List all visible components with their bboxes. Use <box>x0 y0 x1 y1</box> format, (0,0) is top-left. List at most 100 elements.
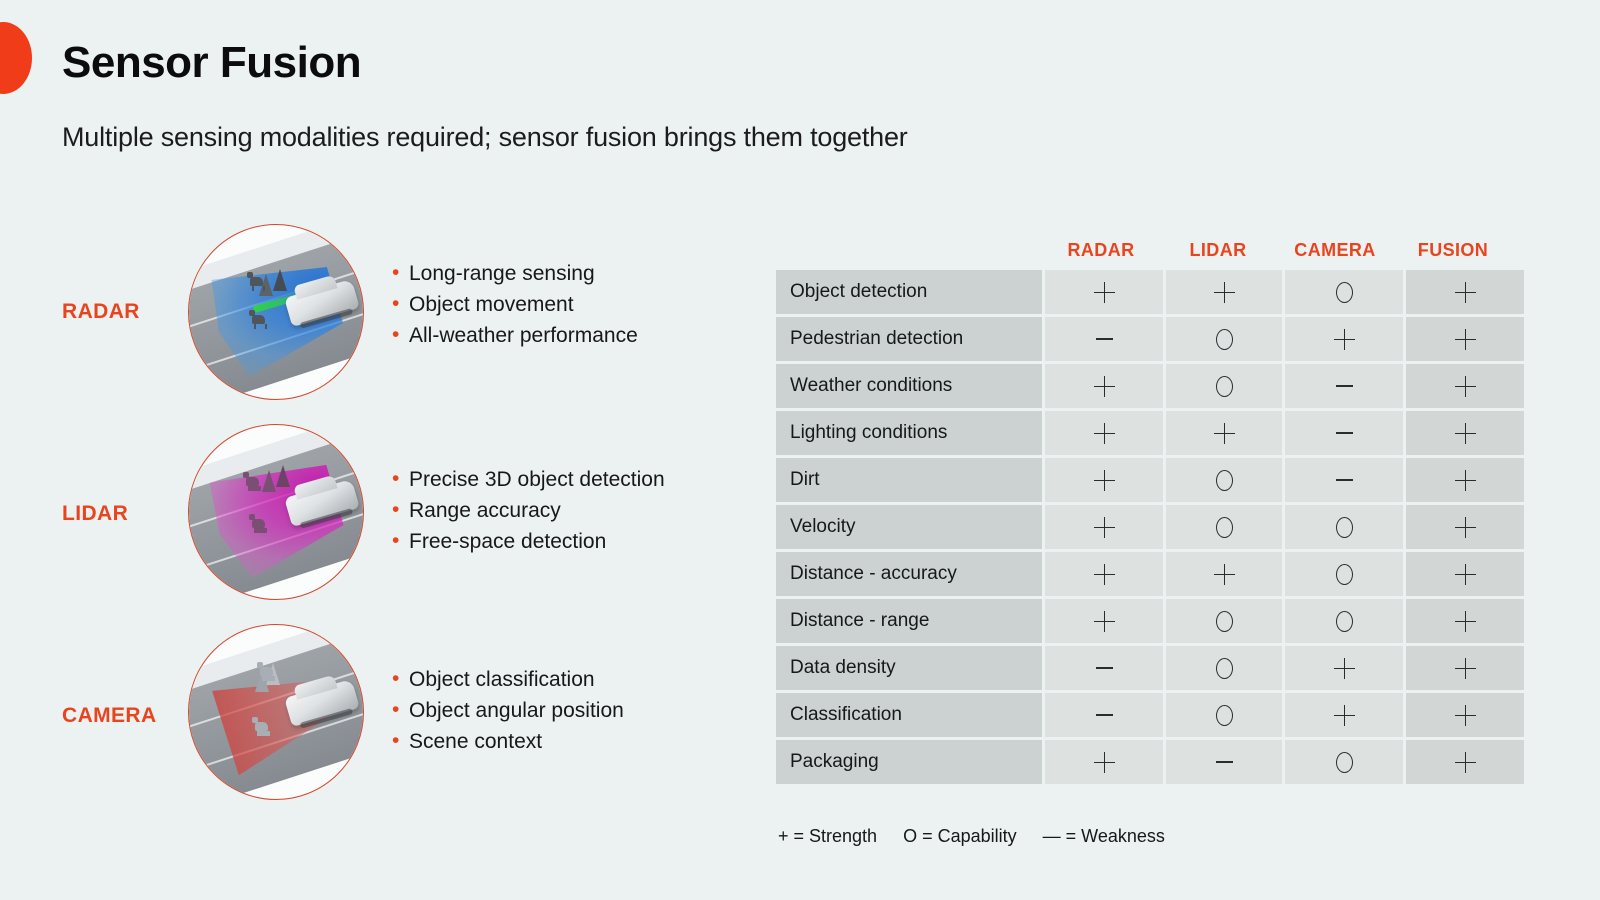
cell-camera <box>1285 740 1403 784</box>
cell-lidar <box>1166 693 1282 737</box>
circle-icon <box>1215 516 1233 538</box>
circle-icon <box>1215 469 1233 491</box>
cell-radar <box>1045 552 1163 596</box>
circle-icon <box>1335 751 1353 773</box>
row-label: Velocity <box>776 505 1042 549</box>
cell-fusion <box>1406 740 1524 784</box>
cell-lidar <box>1166 270 1282 314</box>
matrix-header-row: RADAR LIDAR CAMERA FUSION <box>776 240 1516 261</box>
minus-icon <box>1095 338 1113 340</box>
sensor-label-radar: RADAR <box>62 300 140 323</box>
row-label: Weather conditions <box>776 364 1042 408</box>
circle-icon <box>1215 610 1233 632</box>
cell-lidar <box>1166 364 1282 408</box>
cell-lidar <box>1166 646 1282 690</box>
sensor-list: RADAR Long-range sensing Object movement… <box>0 212 760 812</box>
row-label: Packaging <box>776 740 1042 784</box>
legend-strength: + = Strength <box>778 826 878 846</box>
camera-sensing-illustration <box>188 624 364 800</box>
cell-lidar <box>1166 599 1282 643</box>
table-row: Distance - range <box>776 599 1524 643</box>
list-item: Object angular position <box>392 694 624 726</box>
plus-icon <box>1093 375 1115 397</box>
cell-radar <box>1045 458 1163 502</box>
cell-camera <box>1285 270 1403 314</box>
list-item: Scene context <box>392 725 624 757</box>
radar-sensing-illustration <box>188 224 364 400</box>
plus-icon <box>1454 563 1476 585</box>
minus-icon <box>1095 714 1113 716</box>
cell-camera <box>1285 693 1403 737</box>
table-row: Classification <box>776 693 1524 737</box>
table-row: Object detection <box>776 270 1524 314</box>
page-title: Sensor Fusion <box>62 38 362 87</box>
plus-icon <box>1093 422 1115 444</box>
column-header-lidar: LIDAR <box>1189 240 1247 260</box>
cell-radar <box>1045 364 1163 408</box>
table-row: Packaging <box>776 740 1524 784</box>
sensor-label-lidar: LIDAR <box>62 502 129 525</box>
cell-camera <box>1285 505 1403 549</box>
cell-camera <box>1285 364 1403 408</box>
cell-lidar <box>1166 740 1282 784</box>
cell-camera <box>1285 411 1403 455</box>
cell-fusion <box>1406 693 1524 737</box>
sensor-bullets-camera: Object classification Object angular pos… <box>392 663 624 757</box>
row-label: Distance - range <box>776 599 1042 643</box>
plus-icon <box>1093 281 1115 303</box>
matrix-legend: + = Strength O = Capability — = Weakness <box>778 826 1165 847</box>
plus-icon <box>1333 704 1355 726</box>
plus-icon <box>1454 657 1476 679</box>
cell-fusion <box>1406 552 1524 596</box>
plus-icon <box>1093 469 1115 491</box>
cell-fusion <box>1406 458 1524 502</box>
minus-icon <box>1215 761 1233 763</box>
plus-icon <box>1454 751 1476 773</box>
legend-capability: O = Capability <box>903 826 1017 846</box>
minus-icon <box>1335 479 1353 481</box>
cell-fusion <box>1406 646 1524 690</box>
list-item: Range accuracy <box>392 494 665 526</box>
sensor-bullets-lidar: Precise 3D object detection Range accura… <box>392 463 665 557</box>
list-item: Object movement <box>392 288 638 320</box>
row-label: Pedestrian detection <box>776 317 1042 361</box>
cell-radar <box>1045 740 1163 784</box>
plus-icon <box>1093 751 1115 773</box>
cell-radar <box>1045 270 1163 314</box>
circle-icon <box>1215 375 1233 397</box>
column-header-fusion: FUSION <box>1417 240 1489 260</box>
cell-fusion <box>1406 411 1524 455</box>
plus-icon <box>1454 610 1476 632</box>
plus-icon <box>1454 704 1476 726</box>
matrix-corner <box>776 240 1042 261</box>
plus-icon <box>1454 516 1476 538</box>
page-subtitle: Multiple sensing modalities required; se… <box>62 122 908 152</box>
cell-radar <box>1045 693 1163 737</box>
circle-icon <box>1215 657 1233 679</box>
cell-radar <box>1045 317 1163 361</box>
cell-lidar <box>1166 505 1282 549</box>
table-row: Pedestrian detection <box>776 317 1524 361</box>
cell-fusion <box>1406 505 1524 549</box>
plus-icon <box>1454 422 1476 444</box>
circle-icon <box>1335 563 1353 585</box>
circle-icon <box>1215 704 1233 726</box>
table-row: Dirt <box>776 458 1524 502</box>
cell-camera <box>1285 599 1403 643</box>
minus-icon <box>1335 432 1353 434</box>
cell-lidar <box>1166 317 1282 361</box>
sensor-row-camera: CAMERA Object classification Object angu… <box>0 612 760 812</box>
list-item: Long-range sensing <box>392 257 638 289</box>
row-label: Lighting conditions <box>776 411 1042 455</box>
lidar-sensing-illustration <box>188 424 364 600</box>
capability-matrix: RADAR LIDAR CAMERA FUSION Object detecti… <box>776 240 1524 787</box>
cell-radar <box>1045 599 1163 643</box>
plus-icon <box>1093 610 1115 632</box>
table-row: Weather conditions <box>776 364 1524 408</box>
cell-fusion <box>1406 599 1524 643</box>
row-label: Object detection <box>776 270 1042 314</box>
plus-icon <box>1333 328 1355 350</box>
plus-icon <box>1454 281 1476 303</box>
list-item: All-weather performance <box>392 319 638 351</box>
plus-icon <box>1454 375 1476 397</box>
